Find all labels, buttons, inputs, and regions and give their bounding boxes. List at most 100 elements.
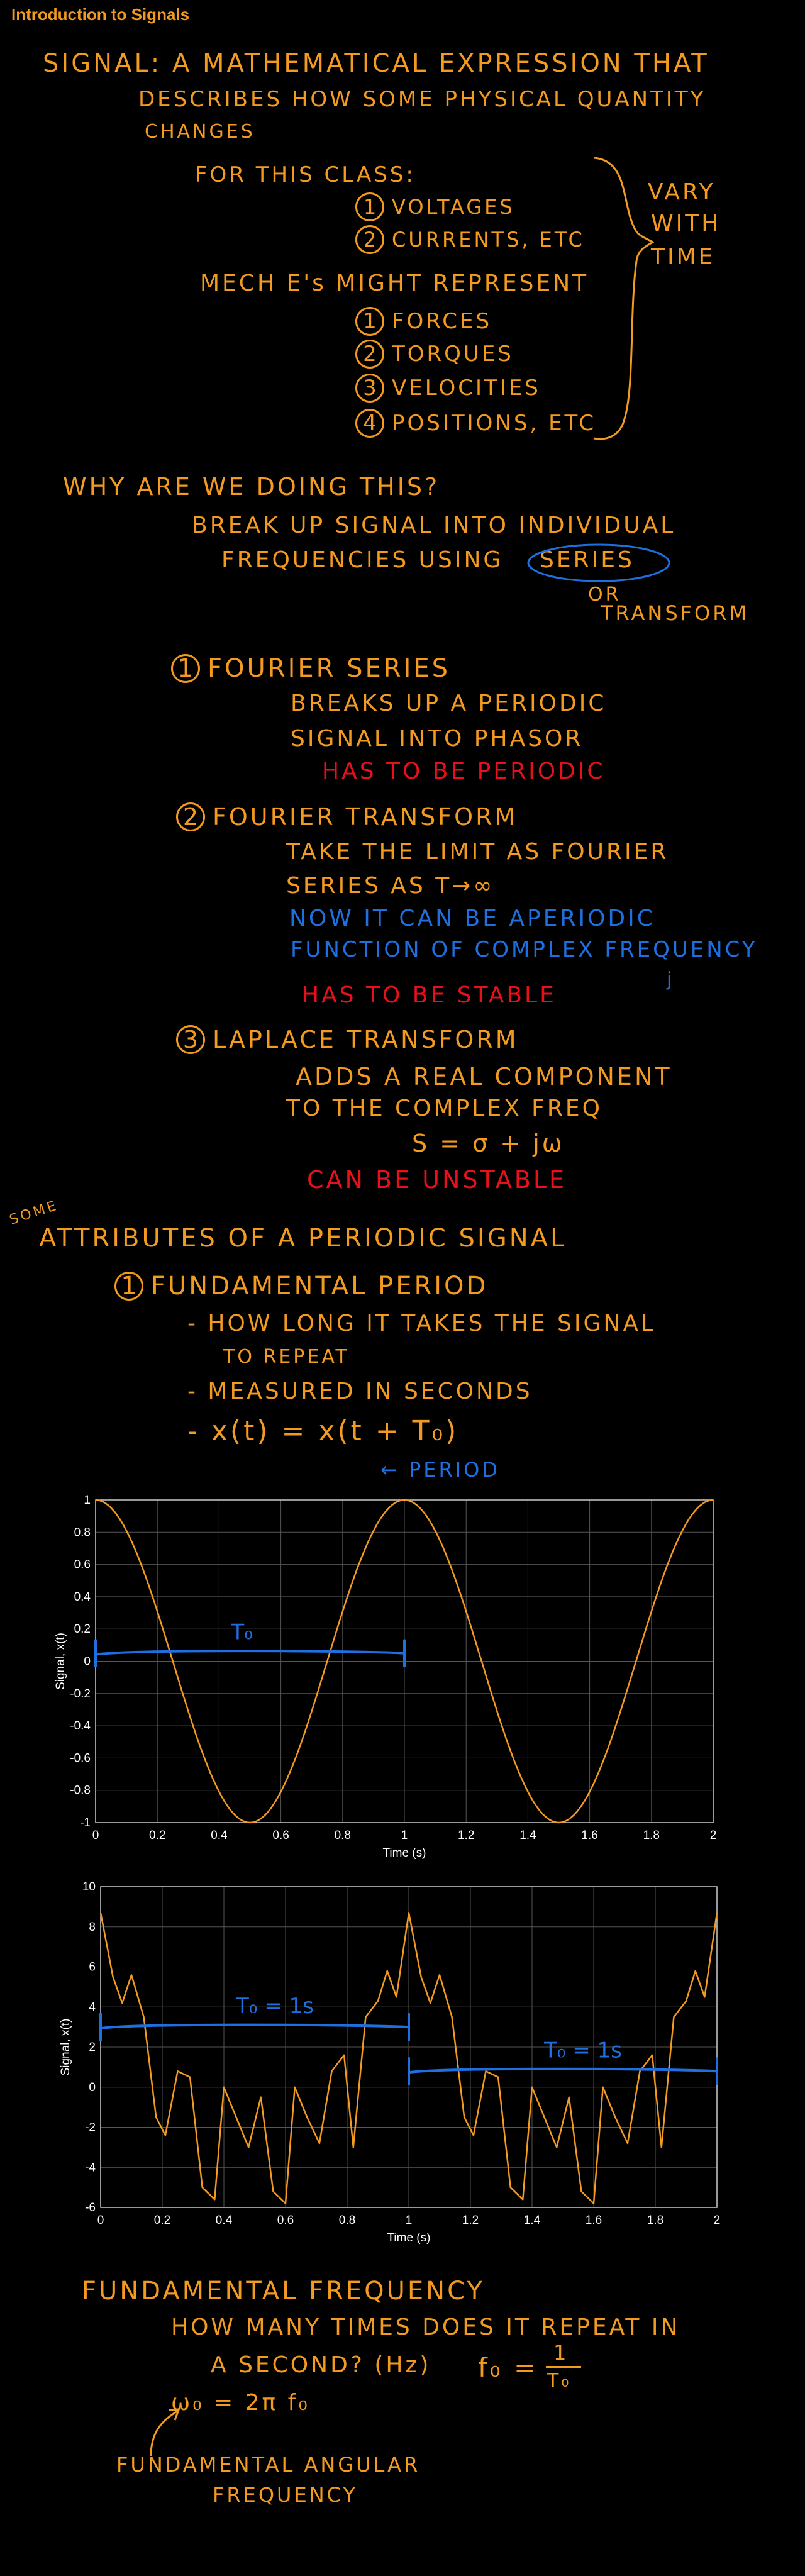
breakup-line-2: FREQUENCIES USING xyxy=(221,547,504,573)
series-circle xyxy=(527,543,670,582)
fourier-transform-note-2: FUNCTION OF COMPLEX FREQUENCY xyxy=(291,937,758,962)
frequency-equation-denominator: T₀ xyxy=(547,2370,572,2392)
x-tick-label: 1.6 xyxy=(581,1829,597,1842)
y-tick-label: -0.6 xyxy=(70,1752,91,1765)
x-tick-label: 0 xyxy=(97,2214,104,2227)
breakup-line-1: BREAK UP SIGNAL INTO INDIVIDUAL xyxy=(192,513,676,538)
period-arrow-note: ← PERIOD xyxy=(380,1458,500,1482)
x-tick-label: 1.2 xyxy=(458,1829,474,1842)
fourier-transform-j: j xyxy=(667,969,675,991)
x-tick-label: 1.4 xyxy=(524,2214,541,2227)
mech-item-label: POSITIONS, ETC xyxy=(392,411,597,436)
number-badge: 1 xyxy=(114,1272,143,1301)
attributes-heading: ATTRIBUTES OF A PERIODIC SIGNAL xyxy=(39,1224,567,1253)
y-tick-label: 2 xyxy=(89,2041,96,2054)
x-axis-label: Time (s) xyxy=(383,1846,426,1860)
plot-frame xyxy=(100,1886,718,2208)
fundamental-period-label: FUNDAMENTAL PERIOD xyxy=(151,1272,489,1301)
y-tick-label: 0.2 xyxy=(74,1623,91,1636)
period-label: T₀ = 1s xyxy=(235,1994,314,2019)
x-tick-label: 2 xyxy=(710,1829,717,1842)
period-label: T₀ = 1s xyxy=(543,2038,622,2063)
y-tick-label: 1 xyxy=(84,1494,91,1507)
number-badge: 4 xyxy=(355,409,384,438)
laplace-transform-label: LAPLACE TRANSFORM xyxy=(213,1026,519,1053)
fundamental-angular-line-2: FREQUENCY xyxy=(213,2483,358,2507)
signal-def-line-2: DESCRIBES HOW SOME PHYSICAL QUANTITY xyxy=(138,87,706,112)
class-item-label: VOLTAGES xyxy=(392,195,515,219)
frequency-equation-numerator: 1 xyxy=(553,2341,569,2365)
x-tick-label: 0.2 xyxy=(149,1829,165,1842)
y-tick-label: -0.4 xyxy=(70,1719,91,1733)
signal-def-line-1: SIGNAL: A MATHEMATICAL EXPRESSION THAT xyxy=(43,49,709,78)
fourier-transform-note-1: NOW IT CAN BE APERIODIC xyxy=(289,906,655,931)
fourier-series-title: 1 FOURIER SERIES xyxy=(171,654,450,683)
fundamental-period-line-4: - x(t) = x(t + T₀) xyxy=(187,1415,459,1447)
laplace-transform-line-2: TO THE COMPLEX FREQ xyxy=(286,1096,602,1121)
x-tick-label: 0.6 xyxy=(272,1829,289,1842)
x-tick-label: 0.2 xyxy=(154,2214,170,2227)
frequency-equation-lhs: f₀ = xyxy=(478,2352,539,2383)
x-tick-label: 1 xyxy=(401,1829,408,1842)
y-tick-label: 0.6 xyxy=(74,1558,91,1572)
x-tick-label: 1.8 xyxy=(643,1829,660,1842)
x-tick-label: 0.4 xyxy=(211,1829,228,1842)
laplace-transform-line-1: ADDS A REAL COMPONENT xyxy=(296,1063,672,1091)
page-title: Introduction to Signals xyxy=(11,5,190,24)
fourier-series-requirement: HAS TO BE PERIODIC xyxy=(322,758,606,784)
number-badge: 1 xyxy=(355,192,384,221)
signal-def-line-3: CHANGES xyxy=(145,121,255,143)
y-tick-label: -6 xyxy=(85,2201,96,2214)
x-tick-label: 0.8 xyxy=(335,1829,351,1842)
fourier-series-label: FOURIER SERIES xyxy=(208,654,451,683)
y-tick-label: 4 xyxy=(89,2001,96,2014)
fundamental-period-line-2: TO REPEAT xyxy=(223,1346,350,1368)
series-word: SERIES xyxy=(540,547,635,573)
meches-line: MECH E's MIGHT REPRESENT xyxy=(200,270,589,296)
for-this-class: FOR THIS CLASS: xyxy=(195,162,416,187)
fourier-transform-line-1: TAKE THE LIMIT AS FOURIER xyxy=(286,839,669,865)
y-tick-label: -0.2 xyxy=(70,1687,91,1701)
x-tick-label: 1.4 xyxy=(519,1829,536,1842)
period-span-line xyxy=(95,1650,405,1656)
class-item-label: CURRENTS, ETC xyxy=(392,228,585,252)
y-tick-label: -1 xyxy=(80,1816,91,1829)
number-badge: 2 xyxy=(355,340,384,369)
brace-drawing xyxy=(593,157,654,440)
number-badge: 1 xyxy=(355,307,384,336)
why-line: WHY ARE WE DOING THIS? xyxy=(63,473,440,501)
vary-line-1: VARY xyxy=(648,179,716,205)
fourier-series-line-2: SIGNAL INTO PHASOR xyxy=(291,726,584,752)
y-tick-label: 0 xyxy=(89,2081,96,2094)
x-axis-label: Time (s) xyxy=(387,2231,431,2245)
class-item-1: 1 VOLTAGES xyxy=(355,192,515,221)
x-tick-label: 1.6 xyxy=(586,2214,602,2227)
x-tick-label: 1.8 xyxy=(647,2214,663,2227)
fundamental-frequency-line-2: A SECOND? (Hz) xyxy=(211,2352,431,2378)
x-tick-label: 0.4 xyxy=(216,2214,233,2227)
y-tick-label: 0.8 xyxy=(74,1526,91,1539)
fourier-transform-label: FOURIER TRANSFORM xyxy=(213,803,518,831)
y-tick-label: -4 xyxy=(85,2161,96,2174)
transform-word: TRANSFORM xyxy=(601,601,750,625)
number-badge: 1 xyxy=(171,654,200,683)
y-tick-label: 8 xyxy=(89,1921,96,1934)
series-line xyxy=(95,1499,714,1824)
y-axis-label: Signal, x(t) xyxy=(59,2019,72,2076)
mech-item-4: 4 POSITIONS, ETC xyxy=(355,409,596,438)
y-tick-label: 0 xyxy=(84,1655,91,1668)
mech-item-label: FORCES xyxy=(392,309,492,334)
number-badge: 2 xyxy=(355,225,384,254)
laplace-transform-requirement: CAN BE UNSTABLE xyxy=(307,1166,567,1194)
fundamental-period-title: 1 FUNDAMENTAL PERIOD xyxy=(114,1272,488,1301)
x-tick-label: 0 xyxy=(92,1829,99,1842)
period-label: T₀ xyxy=(231,1620,253,1645)
vary-line-3: TIME xyxy=(651,244,716,270)
mech-item-label: VELOCITIES xyxy=(392,375,541,401)
fourier-series-line-1: BREAKS UP A PERIODIC xyxy=(291,691,607,716)
fundamental-frequency-title: FUNDAMENTAL FREQUENCY xyxy=(82,2277,485,2306)
fundamental-angular-line-1: FUNDAMENTAL ANGULAR xyxy=(116,2453,421,2477)
